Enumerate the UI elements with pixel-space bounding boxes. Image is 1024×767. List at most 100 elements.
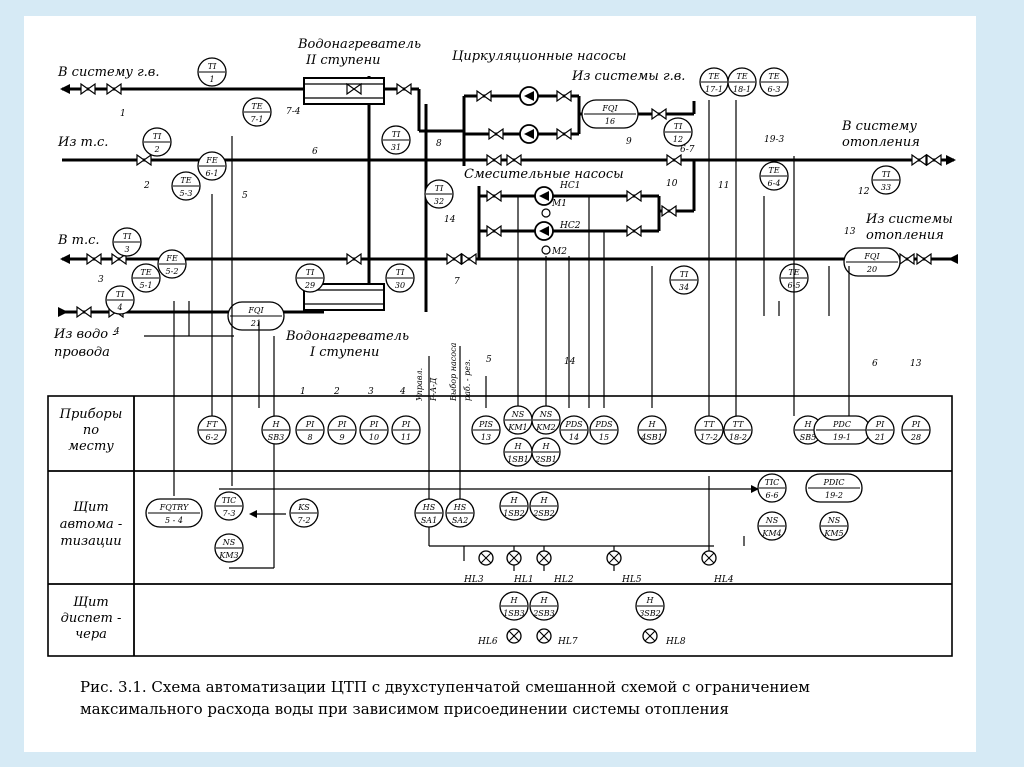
auto-h-2sb1-num: 2SB1 [534,455,557,464]
valve-11 [556,127,572,141]
position-number: 5 [486,355,492,365]
valve-9 [488,127,504,141]
position-number: 10 [666,179,678,189]
position-number: 1 [120,109,126,119]
vtext-work-reserve: раб. - рез. [463,359,472,401]
valve-21 [916,252,932,266]
auto-hs-sa1: HS SA1 [414,498,444,528]
local-pi-8-num: 8 [307,433,312,442]
lamp-hl2: HL2 [536,550,574,585]
instrument-te-6-4-num: 6-4 [768,179,781,188]
lamp-label: HL1 [513,575,534,585]
auto-ks-7-2-tag: KS [297,503,310,512]
row3-label-1: Щит [73,595,109,610]
instrument-ti-1: TI1 [197,57,227,87]
pump-circ-1 [519,86,539,106]
local-pis-13-num: 13 [481,433,491,442]
label-hw-supply: В систему г.в. [57,65,160,80]
instrument-fqi-21-tag: FQI [247,306,264,315]
valve-0 [80,82,96,96]
position-number: 2 [333,387,340,397]
instrument-ti-30-tag: TI [396,268,405,277]
position-number: 6 [312,147,318,157]
lamp-hl7: HL7 [536,628,578,647]
auto-ns-km5-tag: NS [827,516,841,525]
disp-h-3sb2-num: 3SB2 [639,609,661,618]
pipe-labels: В систему г.в. Из т.с. В т.с. Из водо - … [53,37,953,360]
auto-tic-7-3-tag: TIC [222,496,237,505]
instrument-ti-2-tag: TI [153,132,162,141]
instrument-fqi-20-tag: FQI [863,252,880,261]
disp-h-1sb3-tag: H [510,596,519,605]
instrument-te-5-1: TE5-1 [131,263,161,293]
auto-ns-km3-num: KM3 [218,551,238,560]
local-pds-15-tag: PDS [594,420,613,429]
label-heater2-1: Водонагреватель [297,37,421,52]
local-h-4sb1-tag: H [648,420,657,429]
lamp-label: HL4 [713,575,734,585]
local-pi-21: PI 21 [865,415,895,445]
vertical-labels: Управл. Р-А-Д Выбор насоса раб. - рез. [415,342,472,402]
label-from-hw: Из системы г.в. [571,69,685,84]
lamp-hl3: HL3 [463,550,494,585]
local-pi-21-num: 21 [874,433,885,442]
instrument-ti-31-tag: TI [392,130,401,139]
instrument-te-18-1-tag: TE [736,72,747,81]
pump-mix-1 [534,186,554,206]
instrument-ti-34-tag: TI [680,270,689,279]
valve-8 [476,89,492,103]
auto-h-1sb1-num: 1SB1 [507,455,529,464]
instrument-ti-3: TI3 [112,227,142,257]
local-h-sb5-num: SB5 [800,433,816,442]
instrument-fqi-16-num: 16 [605,117,615,126]
local-pdc-19-1-tag: PDC [832,420,851,429]
position-number: 4 [113,327,120,337]
row2-label-2: автома - [60,517,123,532]
position-number: 7 [454,277,460,287]
instrument-fe-6-1-num: 6-1 [206,169,219,178]
valve-7 [396,82,412,96]
position-number: 11 [718,181,729,191]
instrument-fe-5-2: FE5-2 [157,249,187,279]
local-h-sb3-tag: H [272,420,281,429]
auto-h-2sb1-tag: H [542,442,551,451]
lamp-hl8: HL8 [642,628,686,647]
label-m1: М1 [551,199,567,209]
instrument-ti-4-num: 4 [116,303,122,312]
local-tt-17-2-tag: TT [704,420,715,429]
label-from-water-1: Из водо - [53,327,117,342]
auto-ns-km3: NS KM3 [214,533,244,563]
local-pi-21-tag: PI [875,420,885,429]
auto-tic-6-6-num: 6-6 [766,491,779,500]
lamp-hl1: HL1 [506,550,534,585]
valves [76,82,942,319]
auto-ns-km3-tag: NS [222,538,236,547]
auto-hs-sa1-num: SA1 [421,516,437,525]
position-number: 3 [98,275,104,285]
instrument-bubbles: TI1TE7-1TI2FE6-1TE5-3TI31TI32TI3FE5-2TE5… [105,57,901,331]
auto-hs-sa1-tag: HS [422,503,436,512]
instrument-ti-32-num: 32 [434,197,444,206]
valve-24 [486,189,502,203]
local-ns-km1-tag: NS [511,410,525,419]
label-from-heat-2: отопления [866,228,944,243]
local-h-sb5-tag: H [804,420,813,429]
pump-circ-2 [519,124,539,144]
position-number: 7-4 [286,107,301,117]
label-hc2: НС2 [559,221,581,231]
label-heater2-2: II ступени [305,53,381,68]
